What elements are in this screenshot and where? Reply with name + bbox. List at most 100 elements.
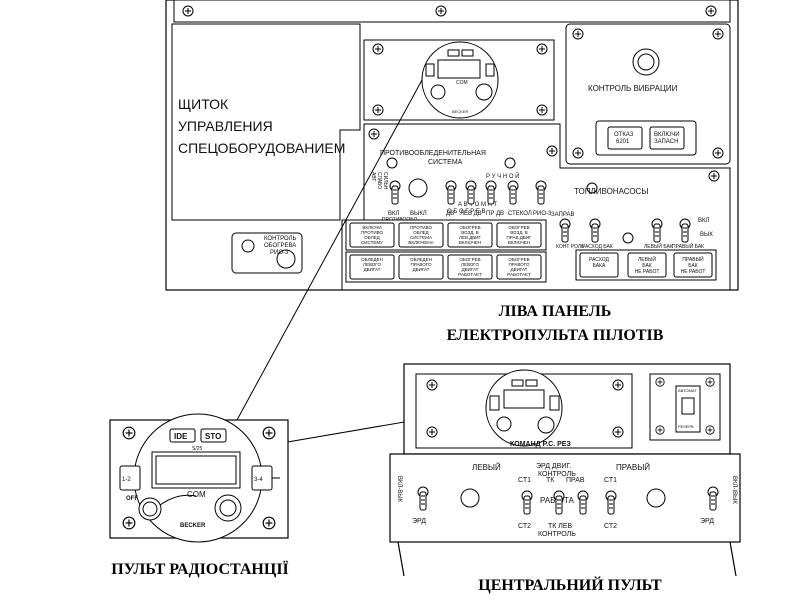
toggle-switch[interactable] [589,218,601,243]
enable-backup-l1: ВКЛЮЧИ [654,132,680,138]
sub-label: S/25 [192,446,203,452]
ide-button[interactable] [169,428,196,443]
screw-icon [655,425,665,435]
toggle-switch[interactable] [465,180,477,205]
heating-control-l2: ОБОГРЕВА [264,243,296,249]
toggle-label-glass: СТЕКОЛ [508,211,532,217]
toggle-switch[interactable] [445,180,457,205]
st1-left: СТ1 [518,477,531,484]
fuel-annunciator-2-line-1: БАК [688,263,698,269]
indicator-lamp [408,178,428,198]
tk-lev-label: ТК ЛЕВ [548,523,573,530]
toggle-label-lev: ЛЕВ ДВ [460,211,482,217]
knob-icon[interactable] [241,239,255,253]
fuel-off: ВЫК [700,232,713,238]
channel-right-button[interactable] [251,465,273,491]
annunciator-r2-0-line-2: ДВИГАТ [364,267,381,272]
annunciator-r2-0-line-0: ОБЛЕДЕН [361,257,383,262]
screw-icon [708,170,720,182]
toggle-label-pr: ПР ДВ [486,211,504,217]
radio-display [503,389,545,409]
fuel-annunciator-1-line-2: НЕ РАБОТ [635,269,660,275]
volume-knob[interactable] [430,84,446,100]
center-title: КОМАНД Р.С. РЕЗ [510,441,571,448]
annunciator-r1-3-line-3: ВКЛЮЧЕН [508,240,530,245]
toggle-switch[interactable] [535,180,547,205]
sto-label: STO [205,432,221,441]
screw-icon [655,377,665,387]
erd-left-label: ЭРД [412,518,426,525]
annunciator-r1-2-line-1: ВОЗД. В [461,230,479,235]
toggle-switch[interactable] [521,490,533,515]
annunciator-r1-2-line-0: ОБОГРЕВ [459,225,480,230]
toggle-switch[interactable] [507,180,519,205]
vkl-vyk-left: ВКЛ-ВЫК [396,476,402,503]
annunciator-r1-2-line-3: ВКЛЮЧЕН [459,240,481,245]
caption-radio: ПУЛЬТ РАДІОСТАНЦІЇ [111,561,289,578]
sto-button[interactable] [200,428,227,443]
left-btn-label: 1-2 [122,477,131,483]
caption-left-panel-2: ЕЛЕКТРОПУЛЬТА ПІЛОТІВ [446,327,664,344]
indicator-lamp [276,249,296,269]
screw-icon [426,426,438,438]
annunciator-r2-1-line-2: ДВИГАТ [413,267,430,272]
toggle-switch[interactable] [577,490,589,515]
annunciator-row-2 [349,254,542,280]
com-label: COM [187,490,206,499]
screw-icon [612,379,624,391]
manual-label: Р У Ч Н О Й [486,172,519,180]
tuning-knob[interactable] [475,83,493,101]
annunciator-r2-1-line-1: ПРАВОГО [411,262,432,267]
fuel-annunciator-0-line-0: РАСХОД [589,257,610,263]
failure-btn-l1: ОТКАЗ [614,132,634,138]
annunciator-r2-0-line-1: ЛЕВОГО [363,262,381,267]
annunciator-r1-0-line-1: ПРОТИВО [361,230,383,235]
fuel-sw-left: ЛЕВЫЙ БАК [644,242,673,250]
ide-label: IDE [174,432,188,441]
mini-brand: BECKER [452,109,469,114]
toggle-switch[interactable] [605,490,617,515]
heating-control-l3: РИО-3 [270,250,289,256]
toggle-switch[interactable] [679,218,691,243]
brand-label: BECKER [180,523,206,529]
vert-auto: АВТ [370,172,376,181]
annunciator-r2-3-line-0: ОБОГРЕВ [508,257,529,262]
annunciator-r1-3-line-2: ПРАВ.ДВИГ [507,235,532,240]
caption-center: ЦЕНТРАЛЬНИЙ ПУЛЬТ [478,577,662,594]
auto-label: А В Т О М А Т [458,202,497,208]
enable-backup-l2: ЗАПАСН [654,139,678,145]
toggle-switch[interactable] [651,218,663,243]
screw-icon [372,104,384,116]
st2-right: СТ2 [604,523,617,530]
toggle-switch[interactable] [559,218,571,243]
failure-button[interactable] [607,126,643,150]
toggle-switch[interactable] [485,180,497,205]
kontrol-label: КОНТРОЛЬ [538,531,576,538]
indicator-lamp [646,488,666,508]
screw-icon [572,147,584,159]
annunciator-r1-1-line-3: ВКЛЮЧЕНА [408,240,433,245]
annunciator-r2-2-line-0: ОБОГРЕВ [459,257,480,262]
toggle-switch[interactable] [389,180,401,205]
enable-backup-button[interactable] [649,126,685,150]
toggle-switch[interactable] [553,490,565,515]
screw-icon [536,43,548,55]
vert-weak: СЛАБО [376,172,382,189]
fuel-annunciator-2-line-2: НЕ РАБОТ [681,269,706,275]
screw-icon [612,426,624,438]
anti-ice-title-l2: СИСТЕМА [428,159,463,166]
screw-icon [122,426,136,440]
indicator-lamp [460,488,480,508]
prav-label: ПРАВ [566,477,585,484]
channel-left-button[interactable] [119,465,141,491]
annunciator-r1-0-line-2: ОБЛЕД [364,235,379,240]
annunciator-r2-2-line-1: ЛЕВОГО [461,262,479,267]
fuel-sw-right: ПРАВЫЙ БАК [672,242,704,250]
toggle-switch[interactable] [417,486,429,511]
screw-icon [368,128,380,140]
volume-knob[interactable] [496,416,512,432]
left-panel: ЩИТОК УПРАВЛЕНИЯ СПЕЦОБОРУДОВАНИЕМ КОНТР… [165,0,739,291]
tuning-knob[interactable] [537,416,555,434]
toggle-switch[interactable] [707,486,719,511]
toggle-label-rio: РИО-3 [533,211,552,217]
